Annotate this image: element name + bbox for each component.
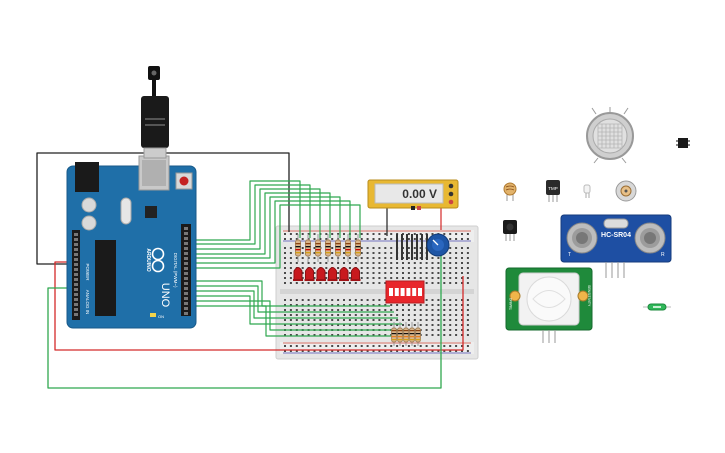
wire-green-pot	[47, 254, 442, 389]
svg-text:TIMING: TIMING	[509, 297, 513, 310]
power-header-label: POWER	[85, 263, 90, 281]
pulldown-resistor-2[interactable]	[397, 322, 403, 346]
dip-toggle-6[interactable]	[418, 288, 422, 296]
pulldown-resistor-1[interactable]	[391, 322, 397, 346]
led-2[interactable]	[304, 267, 315, 282]
resistor-2[interactable]	[305, 234, 311, 262]
wires	[36, 152, 464, 389]
led-5[interactable]	[339, 267, 349, 282]
resistor-7[interactable]	[355, 234, 361, 262]
svg-text:ARDUINO: ARDUINO	[145, 248, 151, 271]
arduino-model-label: UNO	[159, 283, 171, 308]
dip-toggle-1[interactable]	[389, 288, 393, 296]
svg-text:SENSITIVITY: SENSITIVITY	[587, 285, 591, 307]
svg-text:R: R	[661, 252, 665, 258]
small-ic[interactable]	[676, 138, 690, 148]
dip-toggle-5[interactable]	[412, 288, 417, 296]
dip-toggle-2[interactable]	[394, 288, 399, 296]
ir-receiver[interactable]	[503, 220, 517, 241]
led-6[interactable]	[350, 267, 361, 282]
svg-text:T: T	[568, 252, 571, 258]
led-4[interactable]	[327, 267, 338, 282]
multimeter[interactable]: 0.00 V	[367, 179, 459, 210]
wire-red-5v	[54, 261, 464, 351]
microcontroller-chip	[95, 240, 116, 316]
potentiometer[interactable]	[426, 233, 450, 257]
led-3[interactable]	[316, 267, 326, 282]
resistor-row-top[interactable]	[295, 234, 361, 262]
tilt-sensor[interactable]	[643, 303, 671, 311]
buzzer[interactable]	[615, 180, 637, 202]
dip-switch[interactable]	[385, 280, 425, 304]
pir-sensor[interactable]: TIMING SENSITIVITY	[505, 267, 593, 343]
arduino-logo: ARDUINO UNO	[145, 247, 171, 308]
pulldown-resistor-4[interactable]	[409, 322, 415, 346]
on-led-label: ON	[158, 314, 164, 319]
svg-text:TMP: TMP	[548, 186, 558, 191]
gas-sensor[interactable]	[586, 107, 634, 164]
photoresistor[interactable]	[503, 182, 517, 201]
dc-jack	[75, 162, 99, 192]
meter-display: 0.00 V	[402, 187, 437, 201]
resistor-1[interactable]	[295, 234, 301, 262]
temperature-sensor[interactable]: TMP	[546, 180, 560, 202]
resistor-6[interactable]	[345, 234, 351, 262]
led-1[interactable]	[293, 267, 303, 282]
led-row[interactable]	[293, 267, 361, 282]
resistor-5[interactable]	[335, 234, 341, 262]
pulldown-resistor-5[interactable]	[415, 322, 421, 346]
digital-header-label: DIGITAL (PWM~)	[173, 253, 178, 288]
ultrasonic-model-label: HC-SR04	[601, 232, 631, 239]
dip-toggle-3[interactable]	[400, 288, 405, 296]
wire-black-gnd	[36, 152, 290, 265]
ir-led[interactable]	[583, 184, 591, 198]
pulldown-resistor-3[interactable]	[403, 322, 409, 346]
resistor-4[interactable]	[325, 234, 331, 262]
dip-toggle-4[interactable]	[406, 288, 411, 296]
resistor-3[interactable]	[315, 234, 321, 262]
ultrasonic-sensor[interactable]: HC-SR04 T R	[560, 214, 672, 278]
analog-header-label: ANALOG IN	[85, 290, 90, 315]
arduino-uno-board[interactable]: ARDUINO UNO DIGITAL (PWM~) POWER ANALOG …	[66, 155, 197, 329]
resistor-row-bottom[interactable]	[391, 322, 421, 346]
usb-cable[interactable]	[141, 66, 169, 159]
